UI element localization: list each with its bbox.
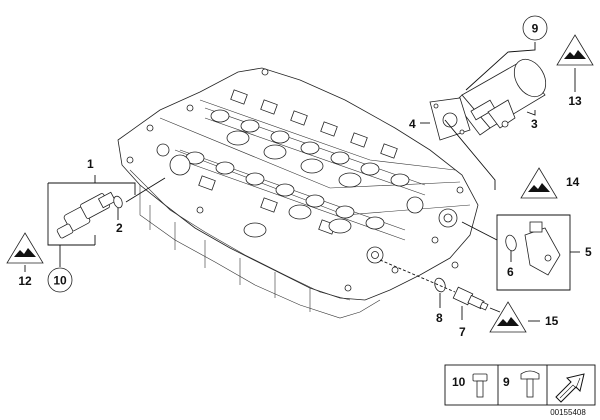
arrow-icon	[555, 373, 585, 403]
diagram-number: 00155408	[550, 408, 586, 417]
leader-1-to-head	[125, 177, 166, 203]
bearing-caps	[198, 89, 398, 235]
part-3-servomotor[interactable]	[454, 54, 552, 136]
legend-label-b: 9	[503, 375, 510, 389]
leader-9	[465, 42, 536, 91]
warning-triangle-icon	[520, 167, 558, 199]
leader-3	[526, 110, 536, 116]
bracket-5	[496, 214, 571, 291]
part-7-temperature-sensor[interactable]	[452, 286, 489, 311]
part-4-gasket[interactable]	[429, 97, 471, 141]
callout-14: 14	[566, 175, 580, 189]
callout-15: 15	[545, 314, 559, 328]
leader-7-to-head	[379, 259, 456, 293]
camshaft-exhaust	[179, 149, 406, 241]
part-2-seal-ring[interactable]	[112, 195, 124, 209]
callout-10-circle	[47, 267, 73, 293]
warning-triangle-icon	[6, 232, 44, 264]
camshaft-intake	[204, 107, 426, 196]
callout-10: 10	[53, 274, 67, 288]
screw-icon	[520, 370, 540, 398]
legend-box: 10 9	[444, 364, 596, 406]
legend-label-a: 10	[452, 375, 466, 389]
callout-8: 8	[436, 311, 443, 325]
head-bolts	[126, 68, 464, 292]
callout-9-circle	[522, 15, 548, 41]
part-5-sensor[interactable]	[524, 221, 561, 276]
callout-4: 4	[409, 117, 416, 131]
callout-5: 5	[585, 245, 592, 259]
part-8-sealing-ring[interactable]	[433, 277, 447, 294]
bolt-icon	[472, 373, 488, 398]
callout-7: 7	[459, 325, 466, 339]
callout-2: 2	[116, 221, 123, 235]
spark-plug-wells	[226, 130, 362, 238]
leader-5-to-head	[461, 221, 498, 241]
warning-triangle-icon	[489, 301, 527, 333]
leader-3-to-head	[444, 119, 496, 190]
callout-3: 3	[531, 117, 538, 131]
bracket-1	[47, 175, 136, 246]
callout-13: 13	[568, 94, 582, 108]
callout-6: 6	[507, 265, 514, 279]
callout-1: 1	[87, 157, 94, 171]
part-1-solenoid-valve[interactable]	[56, 191, 117, 239]
warning-triangle-icon	[556, 34, 594, 66]
cylinder-head-drawing	[117, 67, 479, 319]
callout-9: 9	[532, 22, 539, 36]
part-6-o-ring[interactable]	[504, 234, 518, 252]
callout-12: 12	[18, 274, 32, 288]
